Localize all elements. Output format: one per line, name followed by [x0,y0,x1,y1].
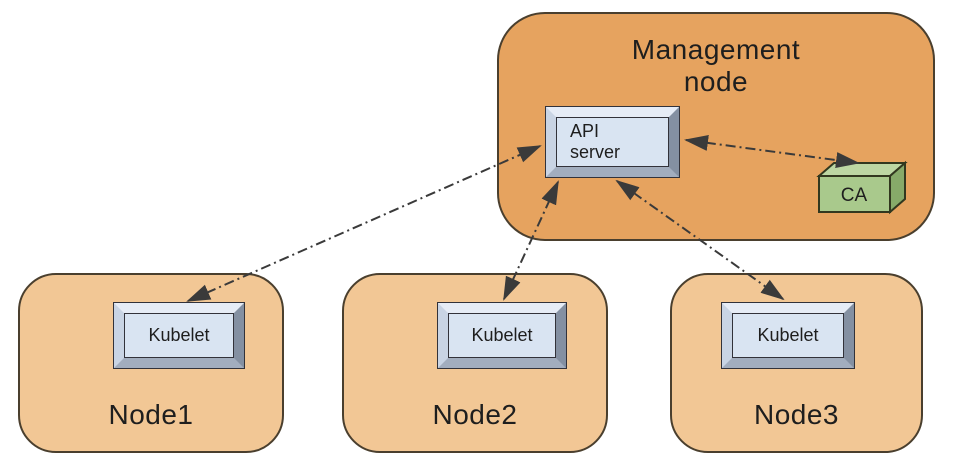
kubelet-bevel [438,303,566,368]
node1-label: Node1 [108,399,194,430]
api-server-label: API server [556,117,669,167]
node3-label: Node3 [753,399,839,430]
ca-box: CA [816,160,908,215]
kubelet-box-node1: Kubelet [113,302,245,369]
kubelet-box-node3: Kubelet [721,302,855,369]
kubelet-bevel [114,303,244,368]
kubelet-label-node2: Kubelet [448,313,556,358]
ca-label: CA [841,185,868,206]
api-server-box: API server [545,106,680,178]
kubelet-bevel [722,303,854,368]
api-server-bevel [546,107,679,177]
node2-label: Node2 [432,399,518,430]
kubelet-label-node1: Kubelet [124,313,234,358]
kubelet-label-node3: Kubelet [732,313,844,358]
ca-box-front-face [818,175,891,213]
kubelet-box-node2: Kubelet [437,302,567,369]
management-node-label: Management node [631,34,801,98]
